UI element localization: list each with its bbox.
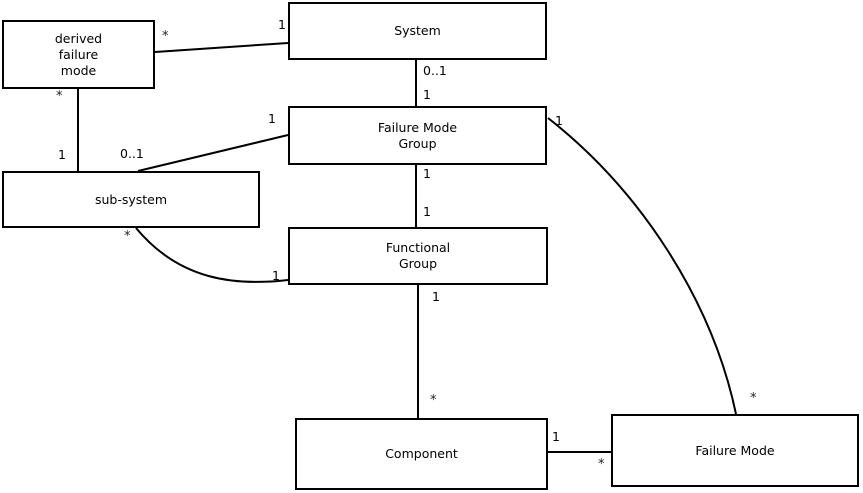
- multiplicity-label-mult-fmg-fg-target: 1: [423, 204, 431, 219]
- class-box-label: Functional Group: [385, 240, 451, 271]
- multiplicity-label-mult-fmg-fm-source: 1: [555, 113, 563, 128]
- multiplicity-label-mult-subsystem-fg-source: *: [124, 229, 131, 244]
- multiplicity-label-mult-dfm-subsystem-source: *: [56, 89, 63, 104]
- multiplicity-label-mult-component-fm-source: 1: [552, 429, 560, 444]
- multiplicity-label-mult-system-fmg-source: 0..1: [423, 63, 447, 78]
- multiplicity-label-mult-dfm-system-target: 1: [278, 17, 286, 32]
- class-box-label: Failure Mode Group: [377, 119, 458, 151]
- multiplicity-label-mult-fmg-fm-target: *: [750, 391, 757, 406]
- multiplicity-label-mult-fg-component-target: *: [430, 393, 437, 408]
- multiplicity-label-mult-component-fm-target: *: [598, 457, 605, 472]
- multiplicity-label-mult-system-fmg-target: 1: [423, 87, 431, 102]
- multiplicity-label-mult-subsystem-fg-target: 1: [272, 268, 280, 283]
- class-box-sub-system[interactable]: sub-system: [2, 171, 260, 228]
- class-box-system[interactable]: System: [288, 2, 547, 60]
- multiplicity-label-mult-dfm-subsystem-target: 1: [58, 147, 66, 162]
- class-box-label: sub-system: [94, 191, 168, 207]
- edge-sub-system-to-functional-group: [135, 227, 289, 283]
- edge-derived-failure-mode-to-system: [154, 42, 289, 53]
- class-box-functional-group[interactable]: Functional Group: [288, 227, 548, 285]
- edge-sub-system-to-failure-mode-group: [137, 134, 289, 172]
- multiplicity-label-mult-fg-component-source: 1: [432, 289, 440, 304]
- class-box-label: System: [394, 23, 441, 38]
- multiplicity-label-mult-subsystem-fmg-source: 0..1: [120, 146, 144, 161]
- multiplicity-label-mult-subsystem-fmg-target: 1: [268, 111, 276, 126]
- multiplicity-label-mult-dfm-system-source: *: [162, 29, 169, 44]
- class-box-label: derived failure mode: [54, 30, 103, 78]
- multiplicity-label-mult-fmg-fg-source: 1: [423, 166, 431, 181]
- class-box-label: Component: [385, 446, 458, 461]
- edge-failure-mode-group-to-failure-mode: [547, 117, 737, 415]
- class-box-label: Failure Mode: [695, 442, 775, 458]
- class-box-derived-failure-mode[interactable]: derived failure mode: [2, 20, 155, 89]
- class-box-failure-mode-group[interactable]: Failure Mode Group: [288, 106, 547, 165]
- class-box-failure-mode[interactable]: Failure Mode: [611, 414, 859, 487]
- class-box-component[interactable]: Component: [295, 418, 548, 490]
